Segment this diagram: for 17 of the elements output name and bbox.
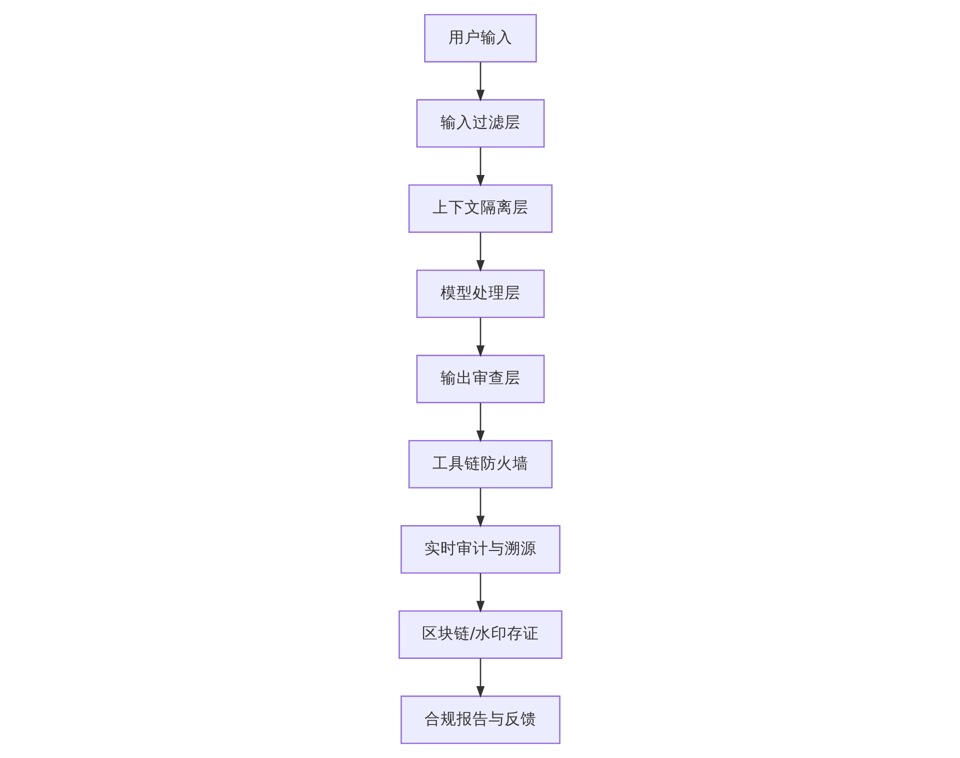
node-box: 输入过滤层: [416, 99, 544, 148]
arrow: [476, 573, 484, 613]
arrow: [476, 488, 484, 528]
node-box: 区块链/水印存证: [398, 610, 562, 659]
node-box: 实时审计与溯源: [400, 525, 560, 574]
node-box: 用户输入: [424, 14, 536, 62]
arrow: [476, 147, 484, 187]
arrow: [476, 658, 484, 698]
arrow: [476, 318, 484, 358]
node-box: 合规报告与反馈: [400, 696, 560, 744]
node-box: 上下文隔离层: [408, 184, 552, 233]
node-box: 工具链防火墙: [408, 440, 552, 488]
node-box: 模型处理层: [416, 270, 544, 318]
arrow: [476, 232, 484, 272]
arrow: [476, 402, 484, 442]
node-box: 输出审查层: [416, 354, 544, 404]
arrow: [476, 62, 484, 102]
